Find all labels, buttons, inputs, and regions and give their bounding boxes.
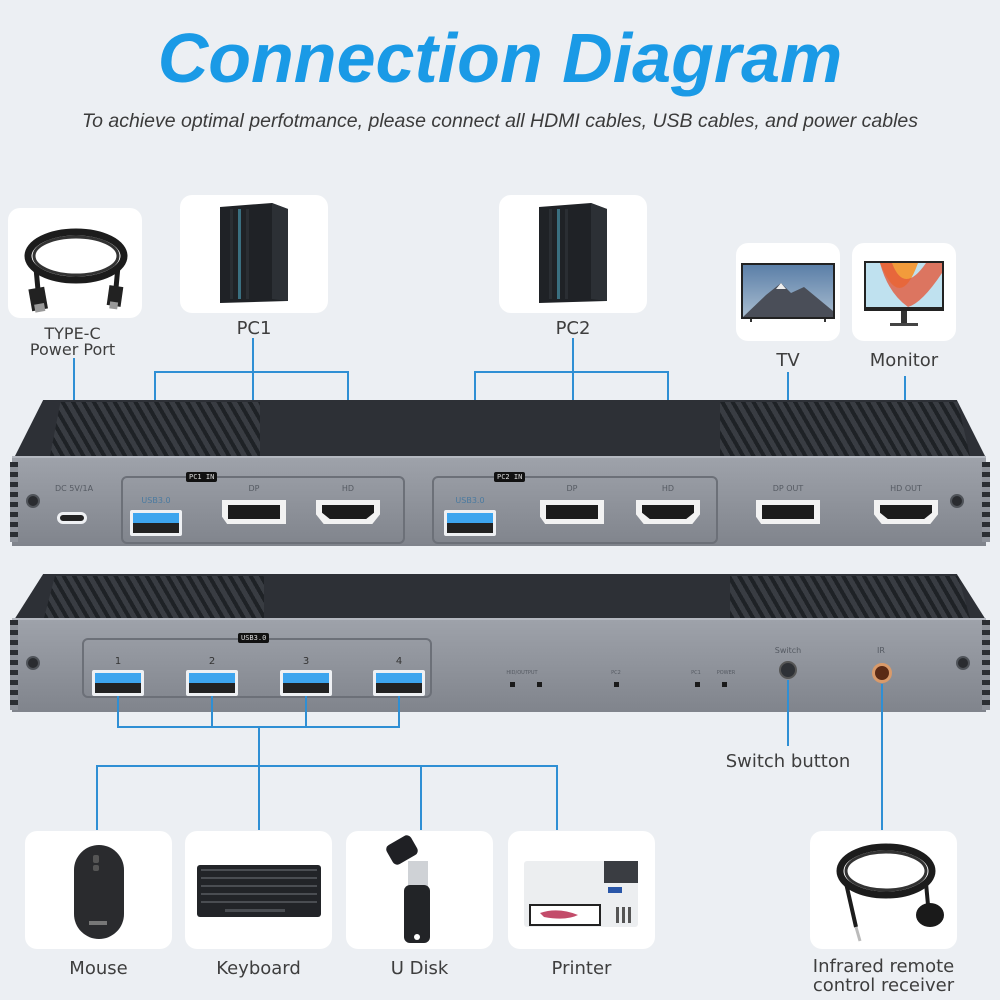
led-power-label: POWER — [716, 670, 736, 676]
pc1-usb-label: USB3.0 — [141, 496, 171, 505]
pc2-card — [499, 195, 647, 313]
pc2-label: PC2 — [555, 318, 591, 339]
usb-port-2-label: 2 — [208, 656, 216, 667]
pc1-input-group — [121, 476, 405, 544]
pc1-card — [180, 195, 328, 313]
udisk-card — [346, 831, 493, 949]
pc2-hdmi-port — [636, 500, 700, 524]
pc2-hd-label: HD — [661, 484, 675, 493]
usb-port-3 — [280, 670, 332, 696]
pc-tower-icon — [539, 203, 607, 303]
screw-icon — [956, 656, 970, 670]
tv-icon — [741, 263, 835, 322]
mouse-card — [25, 831, 172, 949]
type-c-port — [57, 512, 87, 524]
switch-button-callout: Switch button — [725, 751, 851, 772]
pc-tower-icon — [220, 203, 288, 303]
led-pc1-label: PC1 — [691, 670, 701, 676]
keyboard-card — [185, 831, 332, 949]
keyboard-label: Keyboard — [216, 958, 301, 979]
screw-icon — [950, 494, 964, 508]
dp-out-port — [756, 500, 820, 524]
pc1-hd-label: HD — [341, 484, 355, 493]
pc1-label: PC1 — [236, 318, 272, 339]
usb-port-4 — [373, 670, 425, 696]
pc1-dp-label: DP — [248, 484, 260, 493]
tv-card — [736, 243, 840, 341]
switch-port-label: Switch — [774, 646, 802, 655]
diagram-title: Connection Diagram — [157, 19, 843, 97]
ir-port-label: IR — [877, 646, 885, 655]
ir-receiver-cable-icon — [836, 843, 944, 942]
power-label-line1: TYPE-C — [44, 324, 101, 343]
usb-cable-icon — [24, 228, 128, 313]
pc1-hdmi-port — [316, 500, 380, 524]
power-port-text: DC 5V/1A — [54, 484, 94, 493]
led-indicator — [537, 682, 542, 687]
led-hid-output-label: HID/OUTPUT — [506, 670, 538, 676]
pc2-usb-port — [444, 510, 496, 536]
printer-card — [508, 831, 655, 949]
hdmi-out-port — [874, 500, 938, 524]
udisk-label: U Disk — [390, 958, 449, 979]
switch-button[interactable] — [779, 661, 797, 679]
usb-port-4-label: 4 — [395, 656, 403, 667]
pc2-usb-label: USB3.0 — [455, 496, 485, 505]
mouse-icon — [74, 845, 124, 939]
led-indicator — [510, 682, 515, 687]
tv-label: TV — [776, 350, 800, 371]
hd-out-label: HD OUT — [890, 484, 922, 493]
ir-label-line1: Infrared remote — [812, 956, 955, 977]
pc1-in-tag: PC1 IN — [186, 472, 218, 482]
screw-icon — [26, 656, 40, 670]
led-indicator — [695, 682, 700, 687]
usb-port-2 — [186, 670, 238, 696]
power-cable-card — [8, 208, 142, 318]
usb-port-1-label: 1 — [114, 656, 122, 667]
pc2-input-group — [432, 476, 718, 544]
pc2-in-tag: PC2 IN — [494, 472, 526, 482]
dp-out-label: DP OUT — [772, 484, 804, 493]
printer-icon — [524, 861, 638, 927]
mouse-label: Mouse — [69, 958, 128, 979]
ir-receiver-card — [810, 831, 957, 949]
monitor-label: Monitor — [869, 350, 939, 371]
usb-port-1 — [92, 670, 144, 696]
ir-receiver-label: Infrared remote control receiver — [800, 957, 967, 995]
printer-label: Printer — [551, 958, 612, 979]
ir-jack — [872, 663, 892, 683]
led-indicator — [722, 682, 727, 687]
ir-label-line2: control receiver — [812, 975, 955, 996]
usb-port-3-label: 3 — [302, 656, 310, 667]
pc2-dp-port — [540, 500, 604, 524]
pc1-dp-port — [222, 500, 286, 524]
monitor-icon — [864, 261, 944, 326]
monitor-card — [852, 243, 956, 341]
keyboard-icon — [197, 865, 321, 917]
power-port-label: TYPE-C Power Port — [0, 326, 145, 358]
power-label-line2: Power Port — [29, 340, 116, 359]
diagram-subtitle: To achieve optimal perfotmance, please c… — [81, 110, 919, 132]
pc1-usb-port — [130, 510, 182, 536]
pc2-dp-label: DP — [566, 484, 578, 493]
led-pc2-label: PC2 — [611, 670, 621, 676]
led-indicator — [614, 682, 619, 687]
usb-drive-icon — [386, 835, 430, 943]
usb30-tag: USB3.0 — [238, 633, 270, 643]
screw-icon — [26, 494, 40, 508]
